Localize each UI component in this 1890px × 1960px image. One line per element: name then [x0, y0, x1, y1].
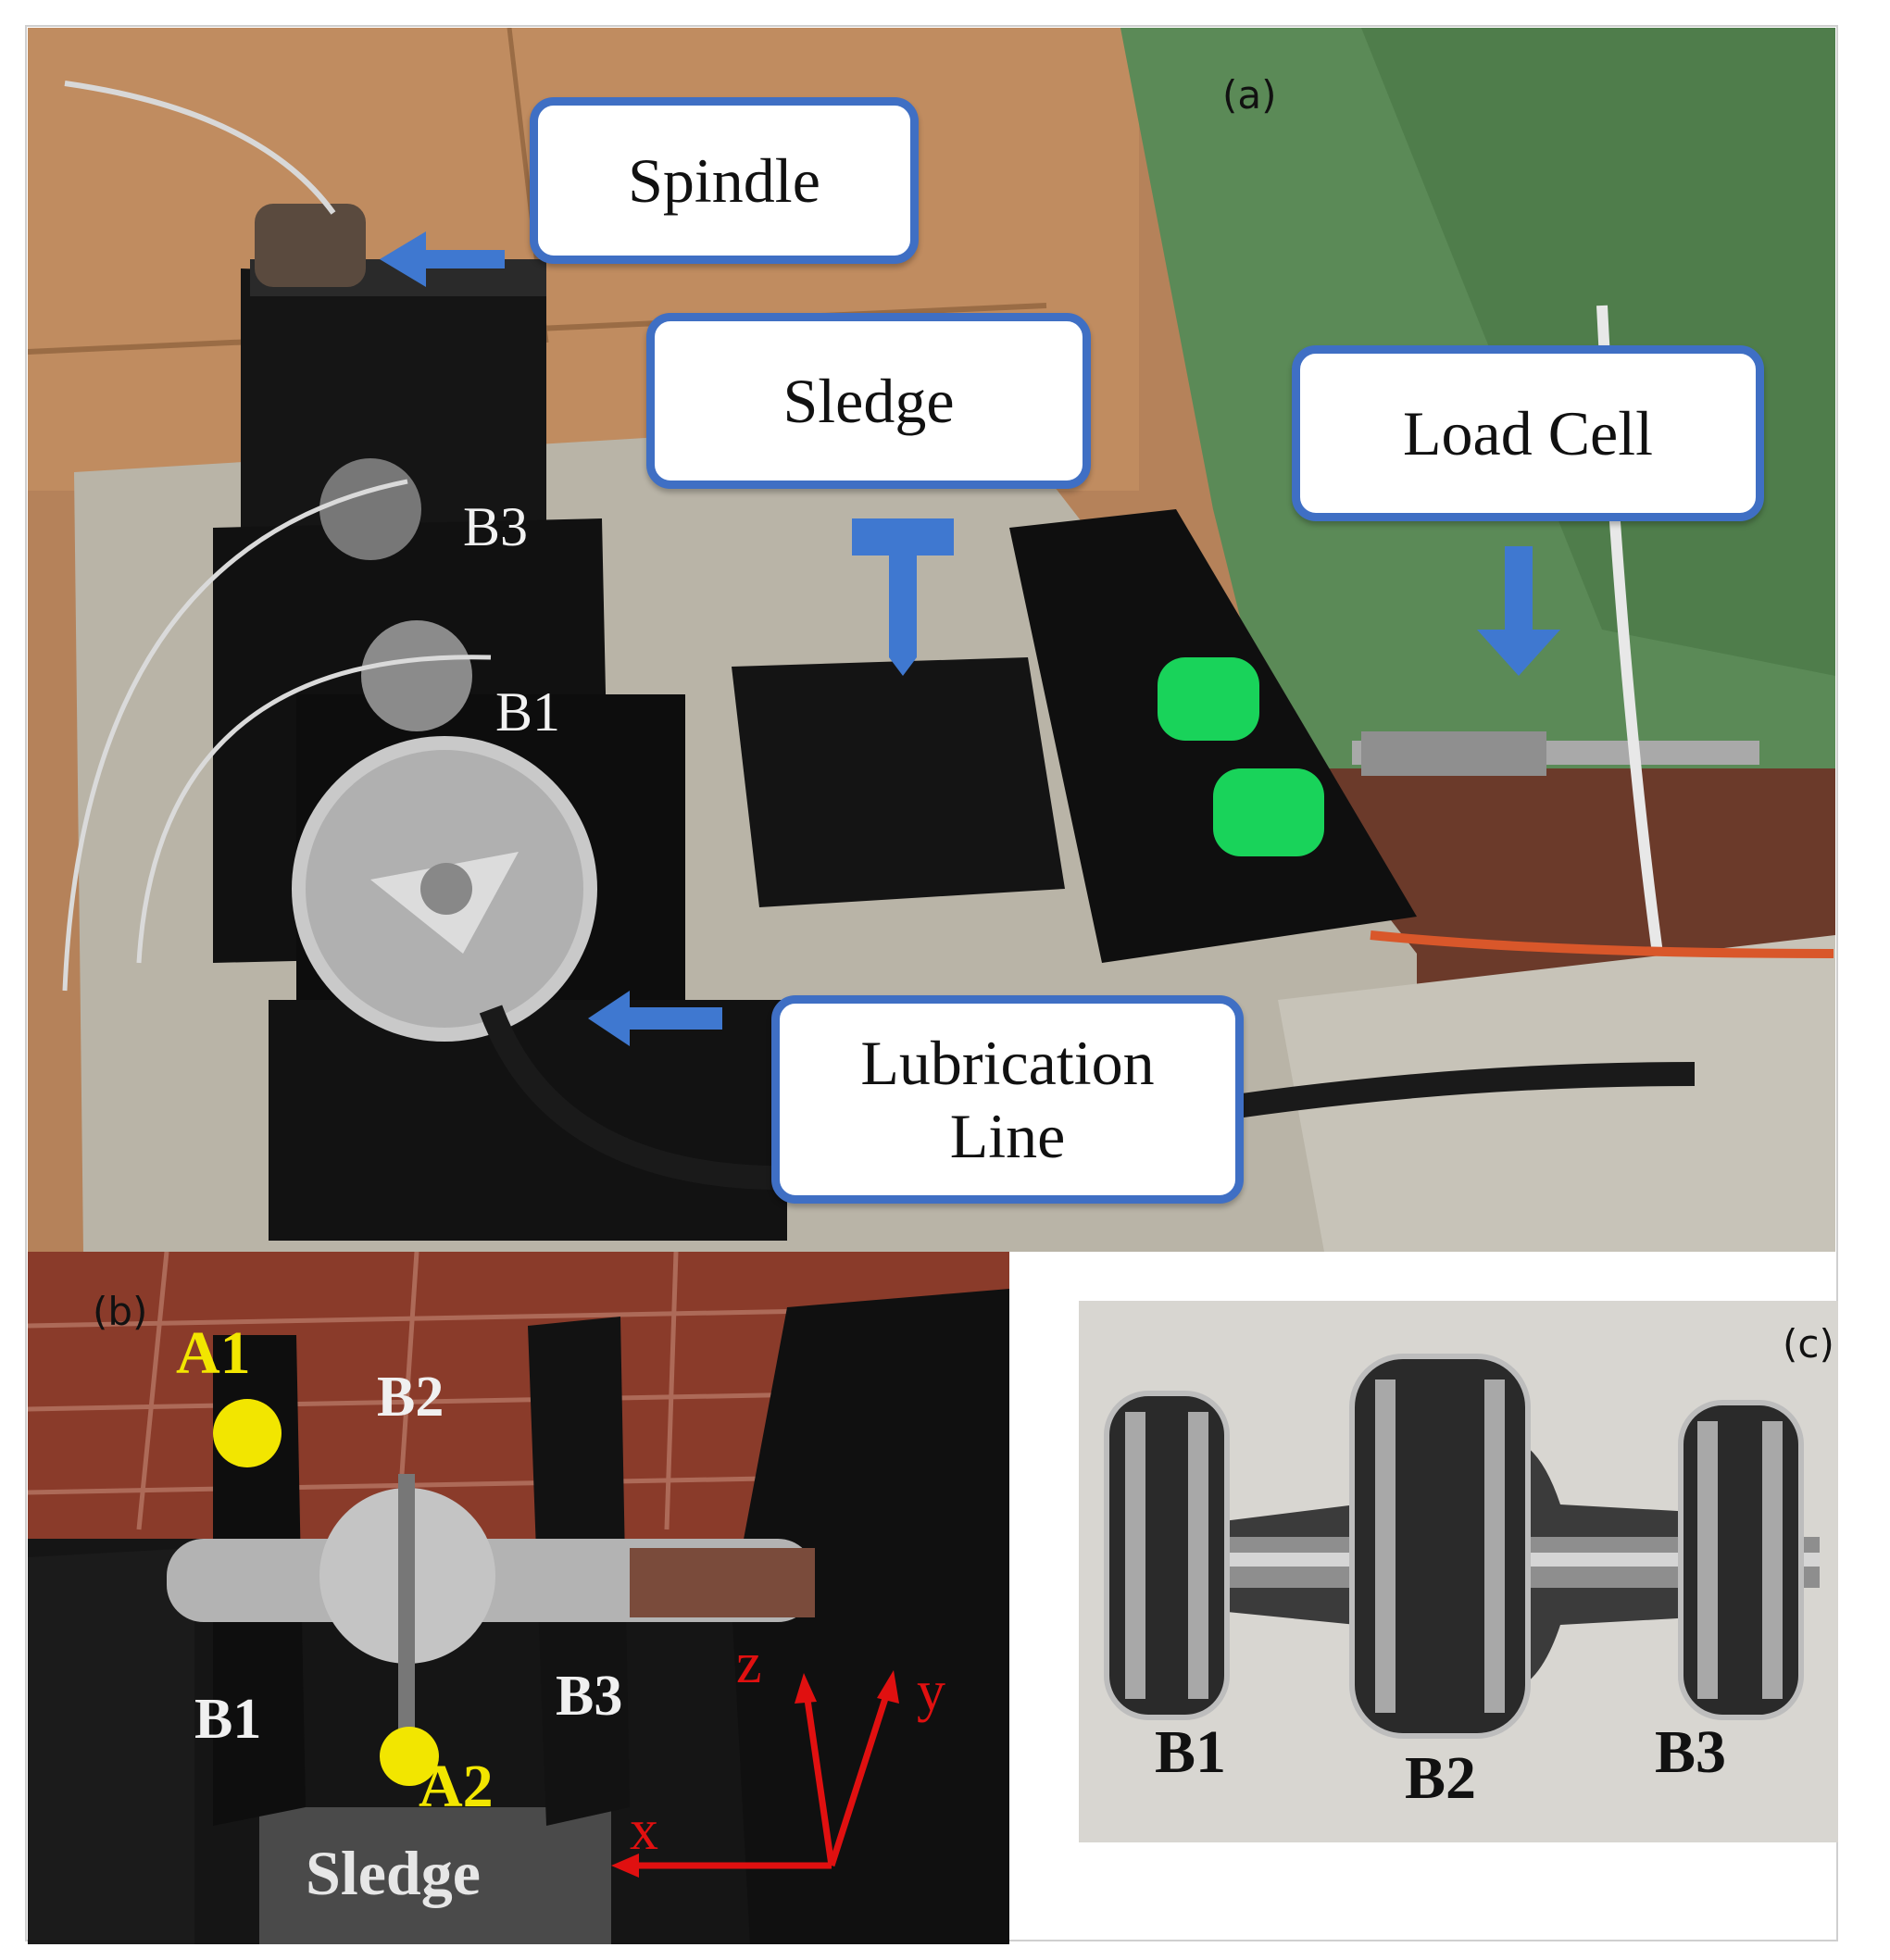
spindle-arrow [380, 231, 505, 287]
load-cell-callout-text: Load Cell [1402, 397, 1654, 468]
spindle-callout-text: Spindle [628, 144, 820, 216]
bearing-label-b2-b: B2 [377, 1366, 444, 1429]
axis-label-y: y [917, 1660, 945, 1723]
bearing-label-b1-a: B1 [495, 681, 561, 743]
panel-label-c: (c) [1783, 1321, 1834, 1367]
lubrication-line-callout: Lubrication Line [771, 995, 1244, 1204]
accelerometer-a1-marker [213, 1399, 282, 1467]
panel-a-photo: (a) Spindle Sledge Load Cell Lubrication… [28, 28, 1835, 1252]
lubrication-line-callout-text-1: Lubrication [860, 1028, 1155, 1099]
axis-label-z: z [736, 1632, 762, 1695]
lubrication-arrow [588, 991, 722, 1046]
spindle-callout: Spindle [530, 97, 919, 264]
bearing-label-b2-c: B2 [1405, 1744, 1477, 1812]
bearing-shaft-photo [1079, 1301, 1838, 1842]
accelerometer-a1-label: A1 [176, 1319, 251, 1387]
lubrication-line-callout-text-2: Line [949, 1100, 1066, 1171]
sledge-callout: Sledge [646, 313, 1091, 489]
bearing-label-b3-b: B3 [556, 1665, 623, 1728]
accelerometer-a2-marker [380, 1727, 439, 1786]
panel-label-a: (a) [1222, 72, 1277, 118]
bearing-label-b3-c: B3 [1655, 1718, 1727, 1786]
rig-closeup-photo [28, 1252, 1009, 1944]
sledge-callout-text: Sledge [782, 365, 955, 436]
panel-b-photo: (b) A1 A2 B2 B1 B3 z y x Sledge [28, 1252, 1009, 1944]
coordinate-axes [611, 1670, 899, 1878]
load-cell-arrow [1477, 546, 1560, 676]
sledge-arrow [852, 518, 954, 676]
accelerometer-a2-label: A2 [419, 1753, 494, 1820]
load-cell-callout: Load Cell [1292, 345, 1764, 521]
sledge-label-b: Sledge [306, 1838, 481, 1908]
panel-c-photo: (c) B1 B2 B3 [1079, 1301, 1838, 1842]
axis-label-x: x [630, 1799, 658, 1862]
panel-label-b: (b) [93, 1289, 148, 1334]
bearing-label-b1-b: B1 [194, 1688, 262, 1751]
bearing-label-b1-c: B1 [1155, 1718, 1227, 1786]
bearing-label-b3-a: B3 [463, 496, 529, 557]
